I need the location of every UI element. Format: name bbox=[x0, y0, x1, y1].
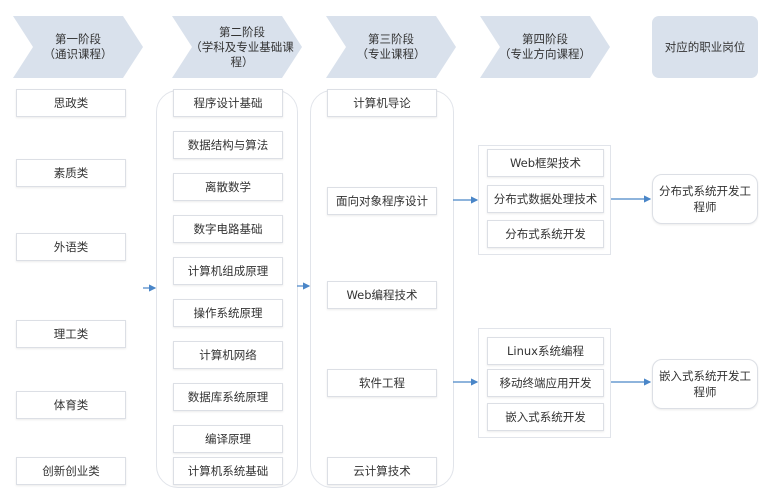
stage-3-item: Web编程技术 bbox=[327, 281, 437, 309]
stage-2-item: 计算机网络 bbox=[173, 341, 283, 369]
stage-2-subtitle-line2: 程） bbox=[230, 54, 254, 69]
stage-1-item: 理工类 bbox=[16, 320, 126, 348]
stage-3-header: 第三阶段 （专业课程） bbox=[326, 16, 456, 78]
stage-2-item: 编译原理 bbox=[173, 425, 283, 453]
stage-3-chevron-shape bbox=[326, 16, 456, 78]
stage-2-item: 数字电路基础 bbox=[173, 215, 283, 243]
stage-4-item: 分布式系统开发 bbox=[487, 220, 604, 248]
stage-4-item: 嵌入式系统开发 bbox=[487, 403, 604, 431]
stage-1-header: 第一阶段 （通识课程） bbox=[13, 16, 143, 78]
stage-1-subtitle: （通识课程） bbox=[43, 47, 113, 61]
stage-2-title: 第二阶段 bbox=[219, 24, 265, 39]
stage-2-item: 离散数学 bbox=[173, 173, 283, 201]
stage-2-item: 数据结构与算法 bbox=[173, 131, 283, 159]
stage-2-chevron-shape bbox=[172, 16, 302, 78]
stage-1-title: 第一阶段 bbox=[55, 32, 101, 46]
stage-4-item: 移动终端应用开发 bbox=[487, 369, 604, 397]
stage-2-subtitle-line1: （学科及专业基础课 bbox=[190, 39, 294, 54]
stage-4-item: 分布式数据处理技术 bbox=[487, 185, 604, 213]
stage-1-chevron-shape bbox=[13, 16, 143, 78]
stage-4-chevron-shape bbox=[480, 16, 610, 78]
stage-2-header: 第二阶段 （学科及专业基础课 程） bbox=[172, 16, 302, 78]
stage-1-item: 外语类 bbox=[16, 233, 126, 261]
stage-4-header: 第四阶段 （专业方向课程） bbox=[480, 16, 610, 78]
stage-3-item: 计算机导论 bbox=[327, 89, 437, 117]
stage-2-item: 计算机系统基础 bbox=[173, 457, 283, 485]
stage-1-item: 创新创业类 bbox=[16, 457, 126, 485]
stage-3-item: 面向对象程序设计 bbox=[327, 187, 437, 215]
job-header: 对应的职业岗位 bbox=[652, 16, 758, 78]
stage-1-item: 思政类 bbox=[16, 89, 126, 117]
stage-4-item: Web框架技术 bbox=[487, 149, 604, 177]
stage-3-title: 第三阶段 bbox=[368, 32, 414, 46]
stage-2-item: 计算机组成原理 bbox=[173, 257, 283, 285]
stage-4-item: Linux系统编程 bbox=[487, 337, 604, 365]
stage-1-item: 素质类 bbox=[16, 159, 126, 187]
stage-2-item: 数据库系统原理 bbox=[173, 383, 283, 411]
stage-2-item: 操作系统原理 bbox=[173, 299, 283, 327]
stage-4-subtitle: （专业方向课程） bbox=[499, 47, 591, 61]
stage-3-item: 软件工程 bbox=[327, 369, 437, 397]
stage-2-item: 程序设计基础 bbox=[173, 89, 283, 117]
job-embedded-engineer: 嵌入式系统开发工程师 bbox=[652, 359, 758, 409]
stage-3-subtitle: （专业课程） bbox=[356, 47, 426, 61]
job-distributed-engineer: 分布式系统开发工程师 bbox=[652, 174, 758, 224]
stage-3-item: 云计算技术 bbox=[327, 457, 437, 485]
stage-1-item: 体育类 bbox=[16, 391, 126, 419]
stage-4-title: 第四阶段 bbox=[522, 32, 568, 46]
